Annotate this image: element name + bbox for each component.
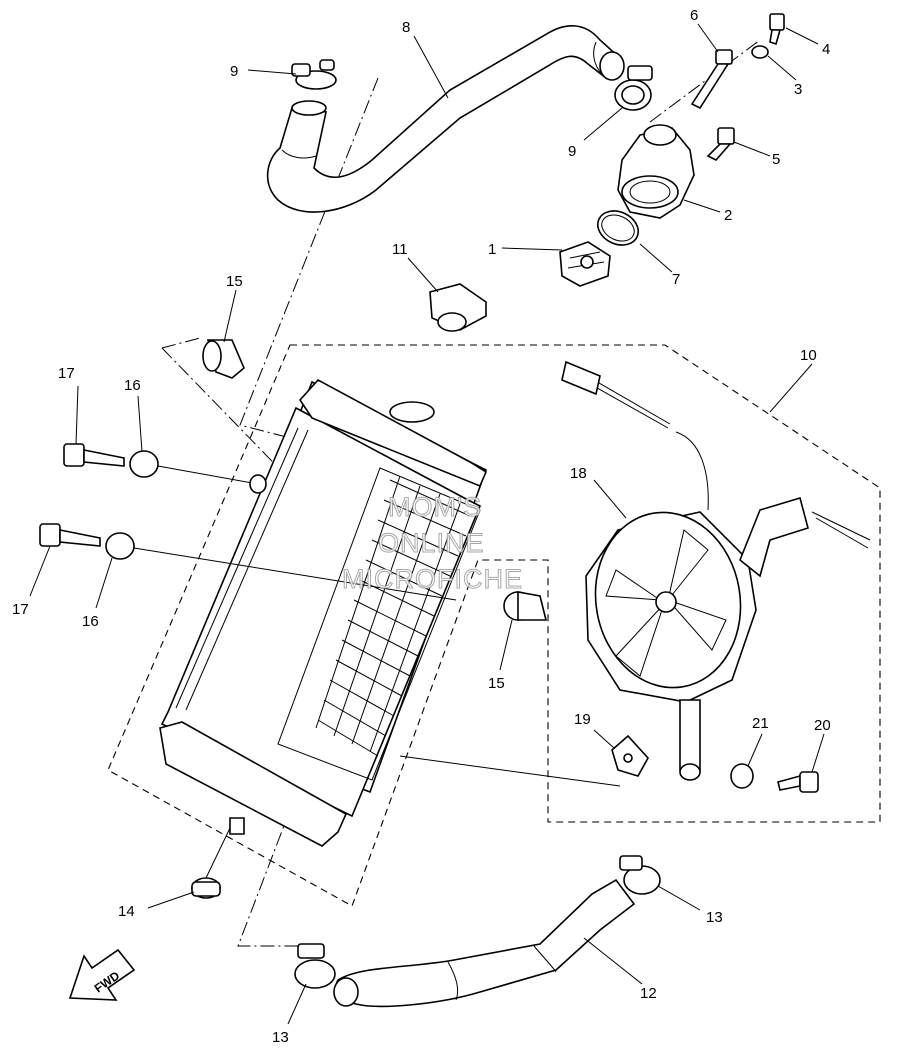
callout-12: 12 [640, 985, 657, 1002]
callout-19: 19 [574, 711, 591, 728]
callout-8: 8 [402, 19, 410, 36]
callout-7: 7 [672, 271, 680, 288]
stay-centerline [161, 347, 301, 491]
bolt-4 [769, 13, 785, 46]
collar-right [503, 591, 548, 621]
damper [191, 877, 221, 899]
callout-2: 2 [724, 207, 732, 224]
leader-lines [29, 23, 825, 1025]
callout-15-upper: 15 [226, 273, 243, 290]
upper-radiator-hose [266, 25, 625, 213]
forward-direction-arrow: FWD [68, 948, 136, 1001]
washer-21 [730, 763, 754, 789]
watermark: MOM'S ONLINE MICROFICHE [342, 492, 523, 595]
callout-17-upper: 17 [58, 365, 75, 382]
lower-radiator-hose [333, 878, 636, 1008]
bolt-6 [690, 49, 733, 110]
callout-4: 4 [822, 41, 830, 58]
callout-21: 21 [752, 715, 769, 732]
lower-hose-centerline [237, 809, 298, 947]
callout-20: 20 [814, 717, 831, 734]
callout-9-upper-right: 9 [568, 143, 576, 160]
thermostat-cover [617, 124, 695, 219]
callout-16-lower: 16 [82, 613, 99, 630]
collar-16-lower [105, 532, 135, 560]
collar-16-upper [129, 450, 159, 478]
callout-5: 5 [772, 151, 780, 168]
bolt-17-lower [39, 523, 101, 547]
fan-assembly-outline [107, 344, 881, 907]
callout-13-right: 13 [706, 909, 723, 926]
callout-6: 6 [690, 7, 698, 24]
bolt-20 [777, 771, 819, 793]
hose-clamp-lower-right [619, 855, 661, 895]
hose-clamp-upper-right [614, 65, 653, 111]
watermark-line-1: MOM'S [388, 492, 482, 522]
bolt-5 [706, 127, 735, 161]
callout-10: 10 [800, 347, 817, 364]
bolt-17-upper [63, 443, 125, 467]
radiator [159, 378, 488, 847]
callout-13-left: 13 [272, 1029, 289, 1046]
fan-motor-assembly [561, 360, 871, 781]
callout-14: 14 [118, 903, 135, 920]
callout-11: 11 [392, 241, 408, 258]
watermark-line-2: ONLINE [378, 528, 485, 558]
callout-1: 1 [488, 241, 496, 258]
washer-3 [751, 45, 769, 59]
callout-16-upper: 16 [124, 377, 141, 394]
thermostat-centerline [649, 39, 761, 123]
callout-9-upper-left: 9 [230, 63, 238, 80]
callout-15-right: 15 [488, 675, 505, 692]
callout-18: 18 [570, 465, 587, 482]
hose-clamp-lower-left [294, 943, 336, 989]
bracket-centerline [161, 337, 201, 349]
callout-17-lower: 17 [12, 601, 29, 618]
watermark-line-3: MICROFICHE [342, 564, 523, 594]
hose-clamp-upper-left [291, 59, 337, 90]
collar-upper [202, 339, 245, 379]
thermostat [559, 241, 611, 287]
o-ring [597, 210, 639, 246]
clip [611, 734, 649, 777]
radiator-cap [429, 283, 487, 332]
callout-labels: 1 2 3 4 5 6 7 8 9 9 10 11 12 13 13 14 15… [12, 7, 831, 1046]
callout-3: 3 [794, 81, 802, 98]
